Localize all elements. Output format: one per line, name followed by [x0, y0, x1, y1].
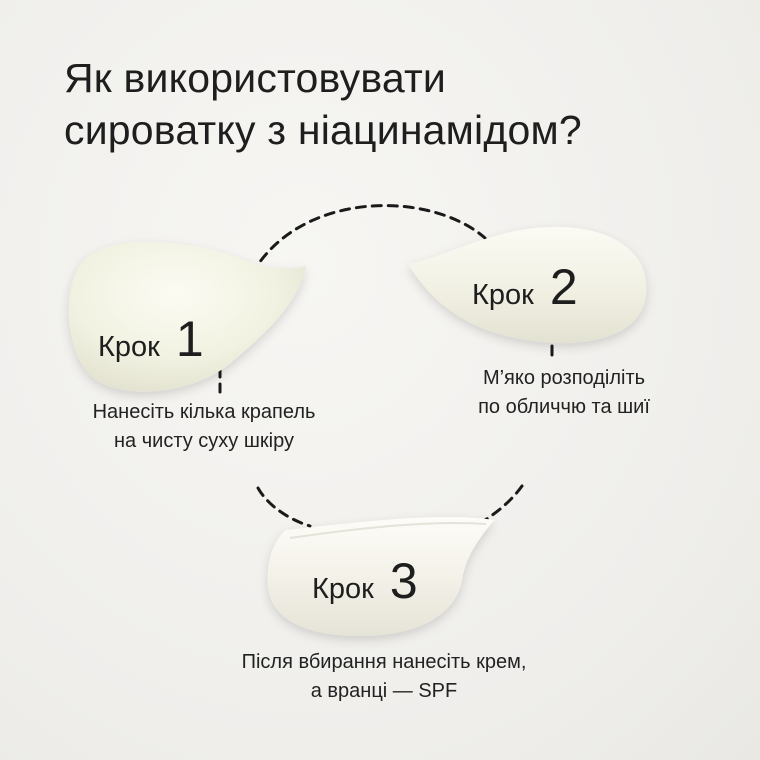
cream-swatch-2 [408, 226, 647, 344]
step-2-desc-line-1: М’яко розподіліть [482, 367, 646, 389]
step-2-word: Крок [472, 279, 534, 311]
step-2-label: Крок 2 [472, 258, 578, 316]
connector-1-2 [250, 204, 487, 276]
step-1-desc-line-2: на чисту суху шкіру [114, 430, 294, 452]
step-1-number: 1 [175, 311, 204, 367]
connector-2-3 [480, 484, 524, 524]
step-2-desc-line-2: по обличчю та шиї [478, 396, 650, 418]
title-line-2: сироватку з ніацинамідом? [64, 107, 582, 153]
step-3-desc-line-1: Після вбирання нанесіть крем, [241, 651, 527, 673]
cream-swatch-3 [267, 517, 494, 636]
step-3-desc-line-2: а вранці — SPF [310, 680, 458, 702]
connector-1-3 [256, 486, 312, 528]
step-1-label: Крок 1 [98, 310, 204, 368]
step-1-desc-line-1: Нанесіть кілька крапель [92, 401, 316, 423]
step-3-word: Крок [312, 573, 374, 605]
step-1-description: Нанесіть кілька крапель на чисту суху шк… [93, 398, 316, 456]
step-3-label: Крок 3 [312, 552, 418, 610]
step-3-description: Після вбирання нанесіть крем, а вранці —… [242, 648, 527, 706]
cream-swatch-3-edge [289, 521, 487, 539]
step-2-description: М’яко розподіліть по обличчю та шиї [478, 364, 650, 422]
title-line-1: Як використовувати [64, 55, 447, 101]
step-2-number: 2 [549, 259, 578, 315]
step-1-word: Крок [98, 331, 160, 363]
page-title: Як використовувати сироватку з ніацинамі… [64, 52, 582, 156]
step-3-number: 3 [389, 553, 418, 609]
cream-swatch-1 [68, 241, 306, 392]
